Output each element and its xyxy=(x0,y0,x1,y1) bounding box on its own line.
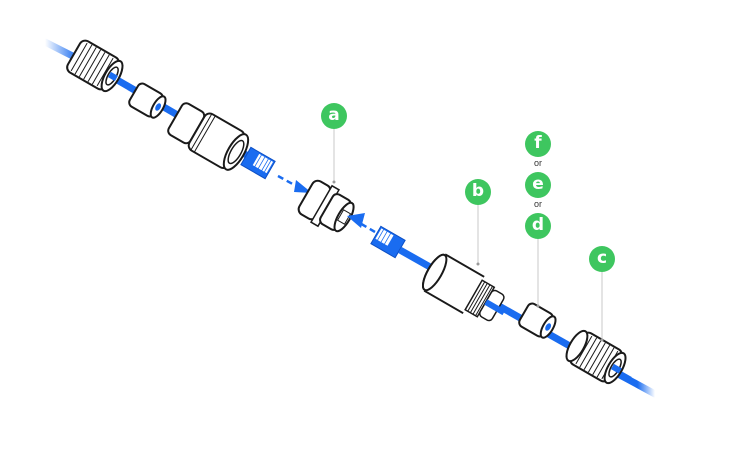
rj45-plug-right xyxy=(370,225,406,259)
leader-dot-b xyxy=(476,262,480,266)
label-badge-b: b xyxy=(465,179,491,205)
coupler xyxy=(297,179,355,233)
label-badge-d: d xyxy=(525,213,551,239)
rj45-plug-left xyxy=(240,146,276,180)
label-badge-f: f xyxy=(525,131,551,157)
label-badge-a: a xyxy=(321,103,347,129)
cap-nut-right xyxy=(565,329,627,385)
leader-dot-c xyxy=(600,338,604,342)
or-label-1: or xyxy=(533,158,542,168)
arrow-left-to-coupler xyxy=(277,174,312,193)
leader-dot-d xyxy=(536,304,540,308)
arrow-right-to-coupler xyxy=(347,213,376,234)
label-badge-c: c xyxy=(589,246,615,272)
label-badge-e: e xyxy=(525,172,551,198)
or-label-2: or xyxy=(533,199,542,209)
leader-dot-a xyxy=(332,180,336,184)
housing-left xyxy=(167,102,250,171)
leader-lines xyxy=(333,129,603,340)
seal-right xyxy=(518,302,557,339)
housing-right xyxy=(421,253,506,322)
cap-nut-left xyxy=(66,39,124,93)
seal-left xyxy=(128,82,167,119)
